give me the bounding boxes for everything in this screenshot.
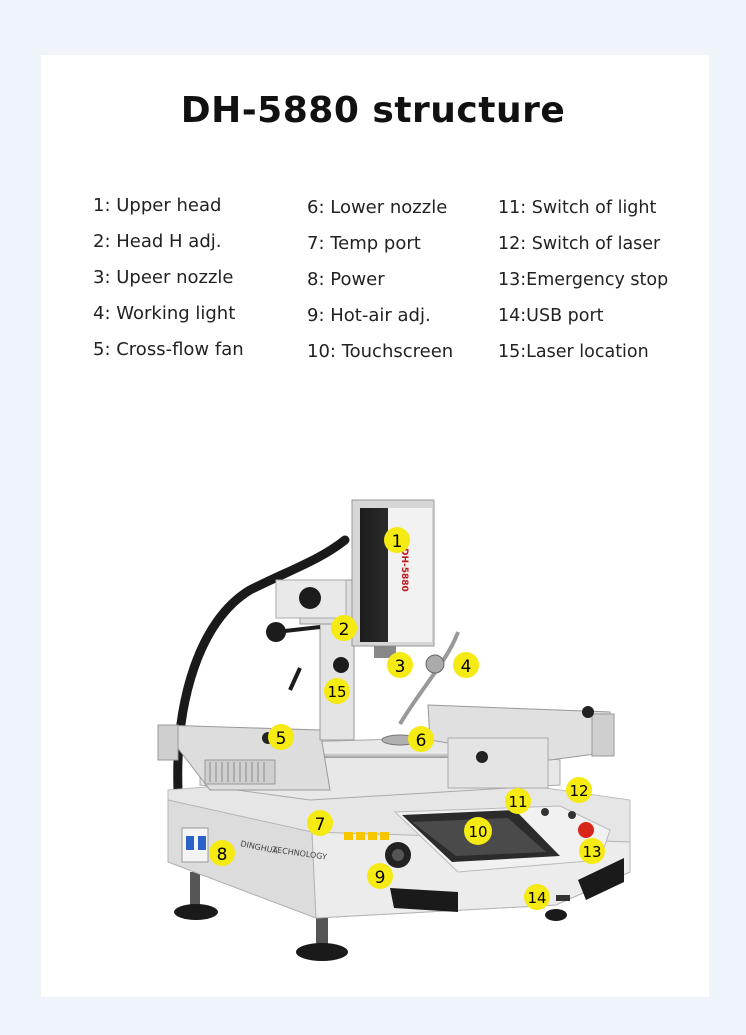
light-switch [541,808,549,816]
legend-item: 5: Cross-flow fan [93,339,244,360]
marker-label: 6 [416,731,427,751]
marker-7: 7 [307,810,333,836]
hot-air-knob [385,842,411,868]
marker-label: 10 [468,823,487,841]
marker-label: 14 [527,889,546,907]
height-adjust-knobs [266,587,349,691]
marker-10: 10 [464,817,492,845]
marker-label: 11 [508,793,527,811]
head-brand-text: DH-5880 [399,548,409,592]
legend-column-2: 6: Lower nozzle 7: Temp port 8: Power 9:… [307,195,453,375]
legend-column-1: 1: Upper head 2: Head H adj. 3: Upeer no… [93,193,244,373]
marker-6: 6 [408,726,434,752]
marker-1: 1 [384,527,410,553]
marker-label: 1 [392,532,403,552]
marker-12: 12 [566,777,592,803]
working-light [398,631,460,726]
legend-item: 11: Switch of light [498,198,657,218]
legend-item: 1: Upper head [93,195,222,216]
marker-label: 12 [569,782,588,800]
marker-label: 13 [582,843,601,861]
marker-15: 15 [324,678,350,704]
marker-label: 8 [217,845,228,865]
marker-13: 13 [579,838,605,864]
marker-8: 8 [209,840,235,866]
temp-ports [344,832,389,840]
legend-column-3: 11: Switch of light 12: Switch of laser … [498,195,668,375]
right-clamp [427,704,615,789]
marker-5: 5 [268,724,294,750]
legend-item: 14:USB port [498,306,604,326]
legend-item: 9: Hot-air adj. [307,305,431,326]
page-title: DH-5880 structure [180,90,566,131]
legend-item: 3: Upeer nozzle [93,267,234,288]
power-breaker [181,827,209,863]
legend-item: 13:Emergency stop [498,270,669,290]
marker-label: 7 [315,815,326,835]
marker-label: 4 [461,657,472,677]
legend-item: 15:Laser location [498,342,649,362]
marker-9: 9 [367,863,393,889]
machine-feet [174,872,567,961]
marker-label: 3 [395,657,406,677]
marker-label: 5 [276,729,287,749]
legend-item: 7: Temp port [307,233,421,254]
upper-heating-head: DH-5880 [351,499,435,658]
legend-item: 12: Switch of laser [498,234,661,254]
usb-port [556,895,570,901]
front-vent [390,888,458,912]
legend-item: 6: Lower nozzle [307,197,448,218]
front-rail [300,752,560,758]
marker-14: 14 [524,884,550,910]
marker-11: 11 [505,788,531,814]
marker-3: 3 [387,652,413,678]
right-vent [578,858,624,900]
legend-item: 10: Touchscreen [307,341,454,362]
legend-item: 2: Head H adj. [93,231,222,252]
marker-2: 2 [331,615,357,641]
marker-4: 4 [453,652,479,678]
laser-switch [568,811,576,819]
marker-label: 15 [327,683,346,701]
marker-label: 9 [375,868,386,888]
marker-label: 2 [339,620,350,640]
legend-item: 8: Power [307,269,385,290]
air-hose [173,535,350,795]
legend-item: 4: Working light [93,303,236,324]
emergency-stop-button [578,822,594,838]
